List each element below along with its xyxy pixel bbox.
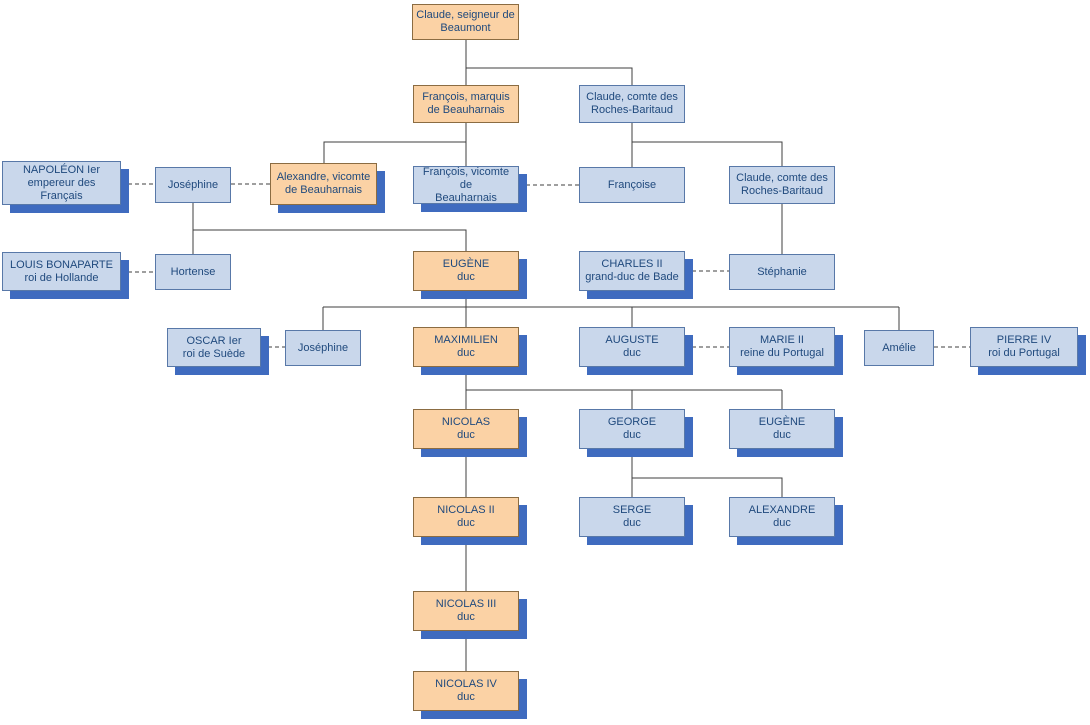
person-name: MAXIMILIEN (434, 334, 498, 346)
person-title: duc (457, 271, 475, 283)
person-title: Roches-Baritaud (741, 185, 823, 197)
person-name: François, vicomte de (422, 166, 510, 191)
person-title: Roches-Baritaud (591, 104, 673, 116)
tree-node-francoise: Françoise (579, 167, 685, 203)
person-title: roi du Portugal (988, 347, 1060, 359)
person-name: Joséphine (167, 178, 219, 191)
person-name: MARIE II (759, 334, 804, 346)
person-name: GEORGE (607, 416, 657, 428)
person-title: duc (623, 517, 641, 529)
descent-connector (193, 229, 467, 251)
person-name: Claude, seigneur de (416, 9, 515, 21)
person-name: AUGUSTE (605, 334, 659, 346)
person-title: de Beauharnais (427, 104, 505, 116)
person-title: roi de Hollande (24, 271, 99, 284)
person-title: de Beauharnais (284, 184, 363, 196)
person-title: duc (457, 611, 475, 623)
tree-node-stephanie: Stéphanie (729, 254, 835, 290)
person-title: duc (457, 691, 475, 703)
tree-node-amelie: Amélie (864, 330, 934, 366)
person-name: PIERRE IV (996, 334, 1052, 346)
person-name: NICOLAS IV (435, 678, 497, 690)
person-title: duc (773, 517, 791, 529)
person-name: NICOLAS II (437, 504, 495, 516)
person-name: Stéphanie (757, 265, 807, 278)
person-name: NAPOLÉON Ier (22, 163, 101, 176)
person-title: empereur des Français (27, 176, 96, 202)
person-name: Amélie (882, 341, 916, 354)
person-name: NICOLAS (441, 416, 491, 428)
person-name: Claude, comte des (736, 172, 828, 184)
descent-connector (323, 141, 466, 163)
person-title: duc (623, 429, 641, 441)
descent-connector (632, 141, 783, 166)
person-name: François, marquis (422, 91, 510, 103)
person-title: Beauharnais (435, 191, 497, 204)
person-name: Alexandre, vicomte (276, 171, 371, 183)
person-title: roi de Suède (182, 347, 246, 360)
person-name: CHARLES II (601, 258, 663, 270)
descent-connector (632, 477, 783, 497)
person-name: Françoise (607, 178, 657, 191)
person-name: Hortense (170, 265, 216, 278)
person-title: Beaumont (440, 22, 491, 34)
tree-node-josephine-2: Joséphine (285, 330, 361, 366)
person-name: ALEXANDRE (748, 504, 816, 516)
person-name: Joséphine (297, 341, 349, 354)
person-name: LOUIS BONAPARTE (10, 258, 113, 271)
person-name: NICOLAS III (435, 598, 497, 610)
person-title: duc (457, 347, 475, 359)
person-title: duc (623, 347, 641, 359)
descent-connector (466, 67, 633, 85)
person-name: EUGÈNE (442, 258, 490, 270)
person-title: duc (457, 517, 475, 529)
person-title: reine du Portugal (740, 347, 824, 359)
person-name: OSCAR Ier (186, 334, 242, 347)
person-name: Claude, comte des (586, 91, 678, 103)
person-name: EUGÈNE (758, 416, 806, 428)
tree-node-josephine: Joséphine (155, 167, 231, 203)
person-name: SERGE (612, 504, 652, 516)
tree-node-hortense: Hortense (155, 254, 231, 290)
person-title: grand-duc de Bade (585, 271, 679, 283)
person-title: duc (457, 429, 475, 441)
person-title: duc (773, 429, 791, 441)
